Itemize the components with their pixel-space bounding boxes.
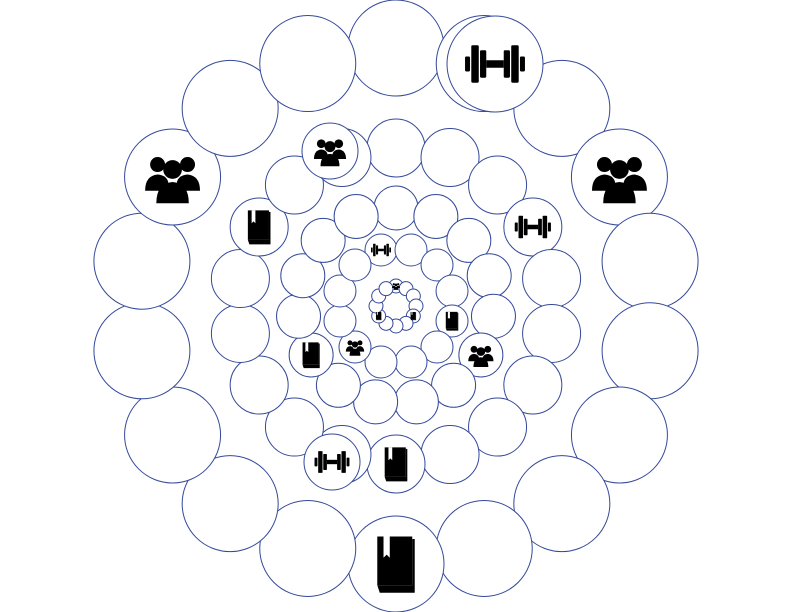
circle — [394, 345, 428, 379]
circle — [353, 379, 399, 425]
book-icon — [410, 311, 417, 321]
circle — [394, 233, 428, 267]
circle — [378, 281, 394, 297]
circle — [513, 455, 611, 553]
circle — [300, 217, 346, 263]
circle — [413, 193, 459, 239]
circle — [347, 0, 445, 97]
circle — [420, 424, 480, 484]
circle — [420, 248, 454, 282]
circle — [470, 293, 516, 339]
circle — [420, 330, 454, 364]
circle — [522, 303, 582, 363]
circle — [393, 379, 439, 425]
circle — [522, 249, 582, 309]
book-icon — [302, 342, 320, 369]
circle — [468, 155, 528, 215]
book-icon — [375, 311, 382, 321]
book-icon — [247, 210, 271, 245]
circle — [181, 455, 279, 553]
circle — [264, 397, 324, 457]
circle — [435, 274, 469, 308]
circle — [435, 499, 533, 597]
circle — [210, 249, 270, 309]
circle — [601, 302, 699, 400]
circle — [276, 293, 322, 339]
circle — [229, 355, 289, 415]
circle — [93, 212, 191, 310]
circle — [446, 217, 492, 263]
circle — [570, 386, 668, 484]
circle — [373, 185, 419, 231]
circle — [280, 253, 326, 299]
circle — [420, 128, 480, 188]
book-icon — [445, 311, 459, 331]
book-icon — [377, 536, 415, 593]
circle — [468, 397, 528, 457]
circle — [315, 362, 361, 408]
circle — [323, 304, 357, 338]
circle — [364, 345, 398, 379]
circle — [323, 274, 357, 308]
circle — [431, 362, 477, 408]
circle — [333, 193, 379, 239]
circle — [210, 303, 270, 363]
circle — [93, 302, 191, 400]
circle — [264, 155, 324, 215]
book-icon — [384, 447, 408, 482]
circle — [259, 15, 357, 113]
circle — [466, 253, 512, 299]
circle — [366, 118, 426, 178]
circle — [124, 386, 222, 484]
circle — [259, 499, 357, 597]
circles-layer — [93, 0, 699, 612]
circle — [503, 355, 563, 415]
circle — [181, 59, 279, 157]
circle — [338, 248, 372, 282]
circle — [601, 212, 699, 310]
